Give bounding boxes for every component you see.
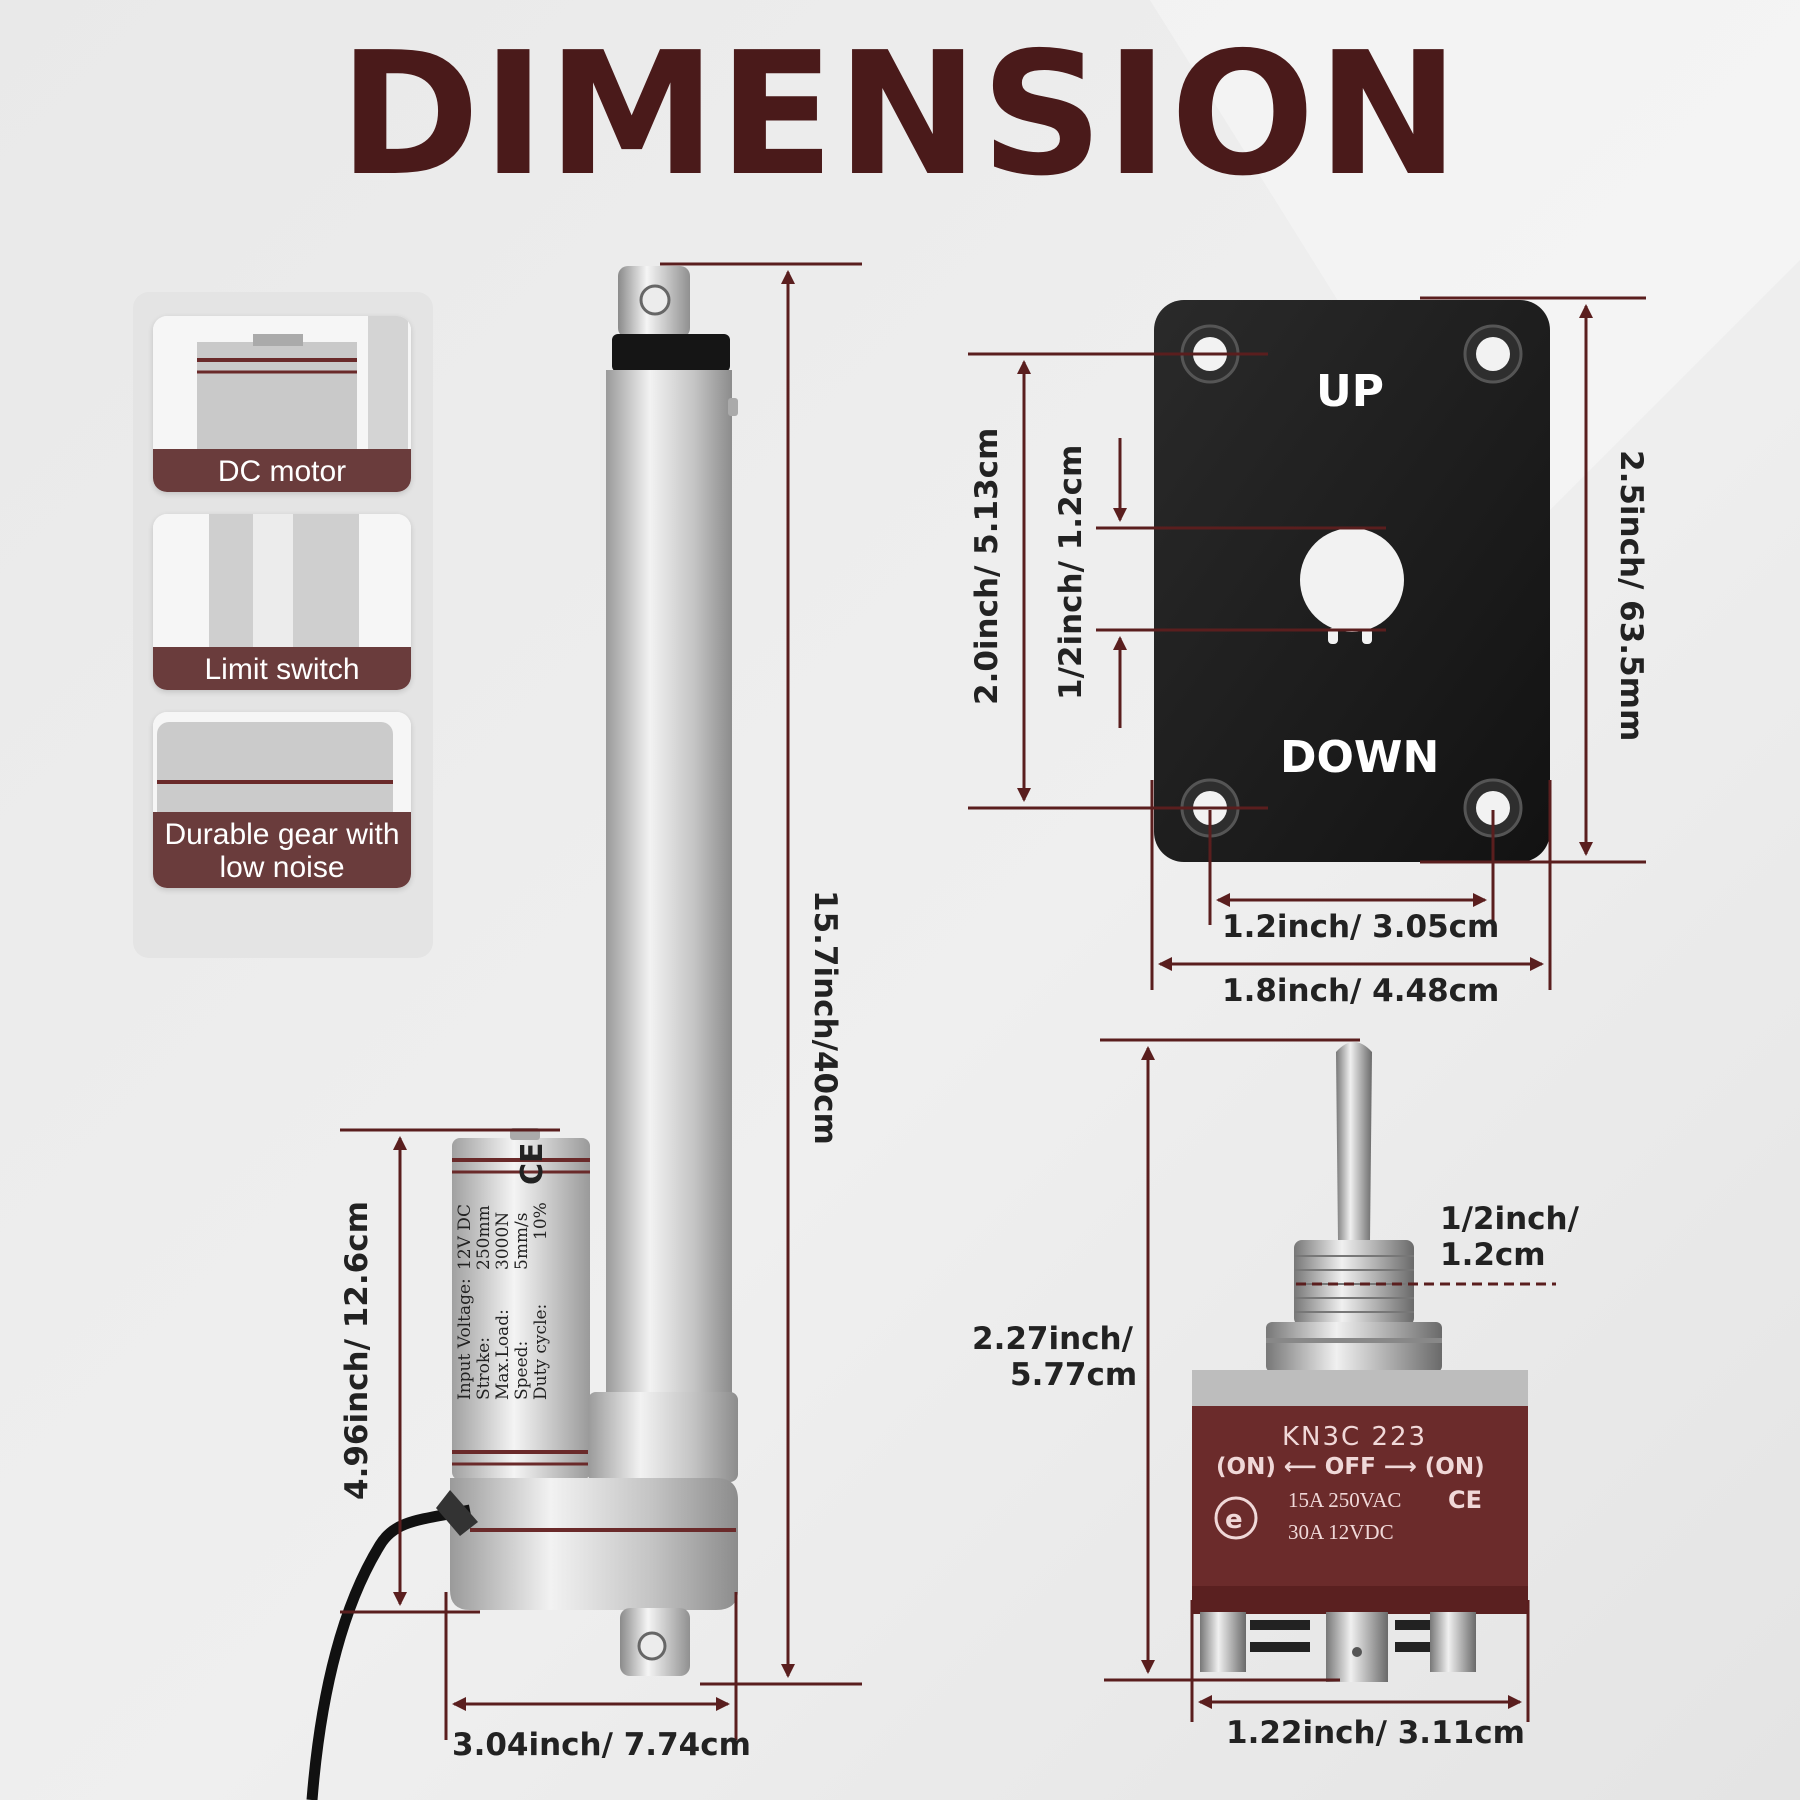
toggle-lever	[1336, 1042, 1372, 1240]
actuator-dimension-lines	[340, 262, 862, 1740]
toggle-switch: e	[1192, 1042, 1528, 1682]
spec-value-load: 3000N	[493, 1212, 513, 1270]
switch-height-label-line1: 2.27inch/	[972, 1321, 1133, 1357]
plate-width-label: 1.8inch/ 4.48cm	[1222, 973, 1500, 1009]
plate-dimension-lines	[968, 296, 1646, 990]
feature-caption-limit-switch: Limit switch	[153, 647, 411, 690]
mounting-plate	[1154, 300, 1550, 862]
spec-value-stroke: 250mm	[474, 1205, 494, 1270]
switch-positions-text: (ON) ⟵ OFF ⟶ (ON)	[1216, 1454, 1485, 1480]
rear-clevis-hole	[637, 1631, 667, 1661]
outer-tube	[606, 370, 732, 1410]
rod-end-hole	[639, 284, 671, 316]
spec-label-load: Max.Load:	[493, 1309, 513, 1400]
certification-e-logo	[1214, 1496, 1258, 1540]
spec-label-voltage: Input Voltage:	[455, 1278, 475, 1400]
plate-switch-hole	[1300, 528, 1404, 632]
cable-grommet	[436, 1490, 478, 1536]
motor-spec-label: Input Voltage: Stroke: Max.Load: Speed: …	[455, 1142, 551, 1400]
feature-card-dc-motor: DC motor	[153, 316, 411, 492]
thread-diameter-label-line2: 1.2cm	[1440, 1236, 1546, 1273]
spec-value-voltage: 12V DC	[455, 1204, 475, 1270]
spec-value-duty: 10%	[531, 1202, 551, 1240]
terminal-3	[1430, 1612, 1476, 1672]
feature-caption-dc-motor: DC motor	[153, 449, 411, 492]
plate-hole-tr	[1476, 337, 1510, 371]
motor-height-label: 4.96inch/ 12.6cm	[339, 1201, 375, 1500]
seal-ring	[612, 334, 730, 372]
switch-rating-ac: 15A 250VAC	[1288, 1488, 1402, 1512]
feature-card-gear: Durable gear with low noise	[153, 712, 411, 888]
svg-text:12V DC 250mm 3: 12V DC 250mm 3000N 5mm/s 10%	[455, 1199, 551, 1270]
background-sheen	[1150, 0, 1800, 560]
svg-text:Input Voltage: Stroke:: Input Voltage: Stroke: Max.Load: Speed: …	[455, 1273, 551, 1400]
page-title: DIMENSION	[338, 16, 1462, 214]
tube-screw	[728, 398, 738, 416]
plate-up-label: UP	[1316, 366, 1384, 417]
plate-hole-br	[1476, 791, 1510, 825]
feature-card-limit-switch: Limit switch	[153, 514, 411, 690]
thread-diameter-label-line1: 1/2inch/	[1440, 1201, 1579, 1237]
motor-ce-mark: CE	[515, 1142, 550, 1185]
terminal-1	[1200, 1612, 1246, 1672]
spec-label-speed: Speed:	[512, 1341, 532, 1400]
tube-collar	[588, 1392, 738, 1482]
switch-body	[1192, 1406, 1528, 1586]
plate-hole-spacing-v-label: 2.0inch/ 5.13cm	[969, 427, 1005, 705]
plate-down-label: DOWN	[1280, 732, 1440, 783]
switch-model-text: KN3C 223	[1282, 1422, 1428, 1452]
plate-hole-spacing-h-label: 1.2inch/ 3.05cm	[1222, 909, 1500, 945]
power-cable	[306, 1504, 472, 1800]
plate-hole-diameter-label: 1/2inch/ 1.2cm	[1053, 444, 1089, 700]
switch-ce-mark: CE	[1448, 1486, 1483, 1514]
linear-actuator: Input Voltage: Stroke: Max.Load: Speed: …	[306, 266, 738, 1800]
svg-text:e: e	[1225, 1505, 1243, 1535]
motor-housing	[452, 1138, 590, 1480]
feature-panel: DC motor Limit switch Durable gear with …	[133, 292, 433, 958]
plate-height-label: 2.5inch/ 63.5mm	[1613, 450, 1649, 742]
switch-width-label: 1.22inch/ 3.11cm	[1226, 1715, 1525, 1751]
spec-label-stroke: Stroke:	[474, 1337, 494, 1400]
base-width-label: 3.04inch/ 7.74cm	[452, 1727, 751, 1763]
hex-nut	[1266, 1322, 1442, 1372]
switch-height-label-line2: 5.77cm	[1010, 1356, 1138, 1393]
feature-caption-gear: Durable gear with low noise	[153, 812, 411, 888]
spec-label-duty: Duty cycle:	[531, 1304, 551, 1400]
actuator-length-label: 15.7inch/40cm	[807, 890, 843, 1145]
switch-height-label: 2.27inch/ 5.77cm	[972, 1321, 1138, 1393]
thread-diameter-label: 1/2inch/ 1.2cm	[1440, 1201, 1579, 1273]
spec-value-speed: 5mm/s	[512, 1212, 532, 1270]
switch-rating-dc: 30A 12VDC	[1288, 1520, 1394, 1544]
switch-dimension-lines	[1100, 1038, 1556, 1722]
gearbox	[450, 1478, 738, 1610]
